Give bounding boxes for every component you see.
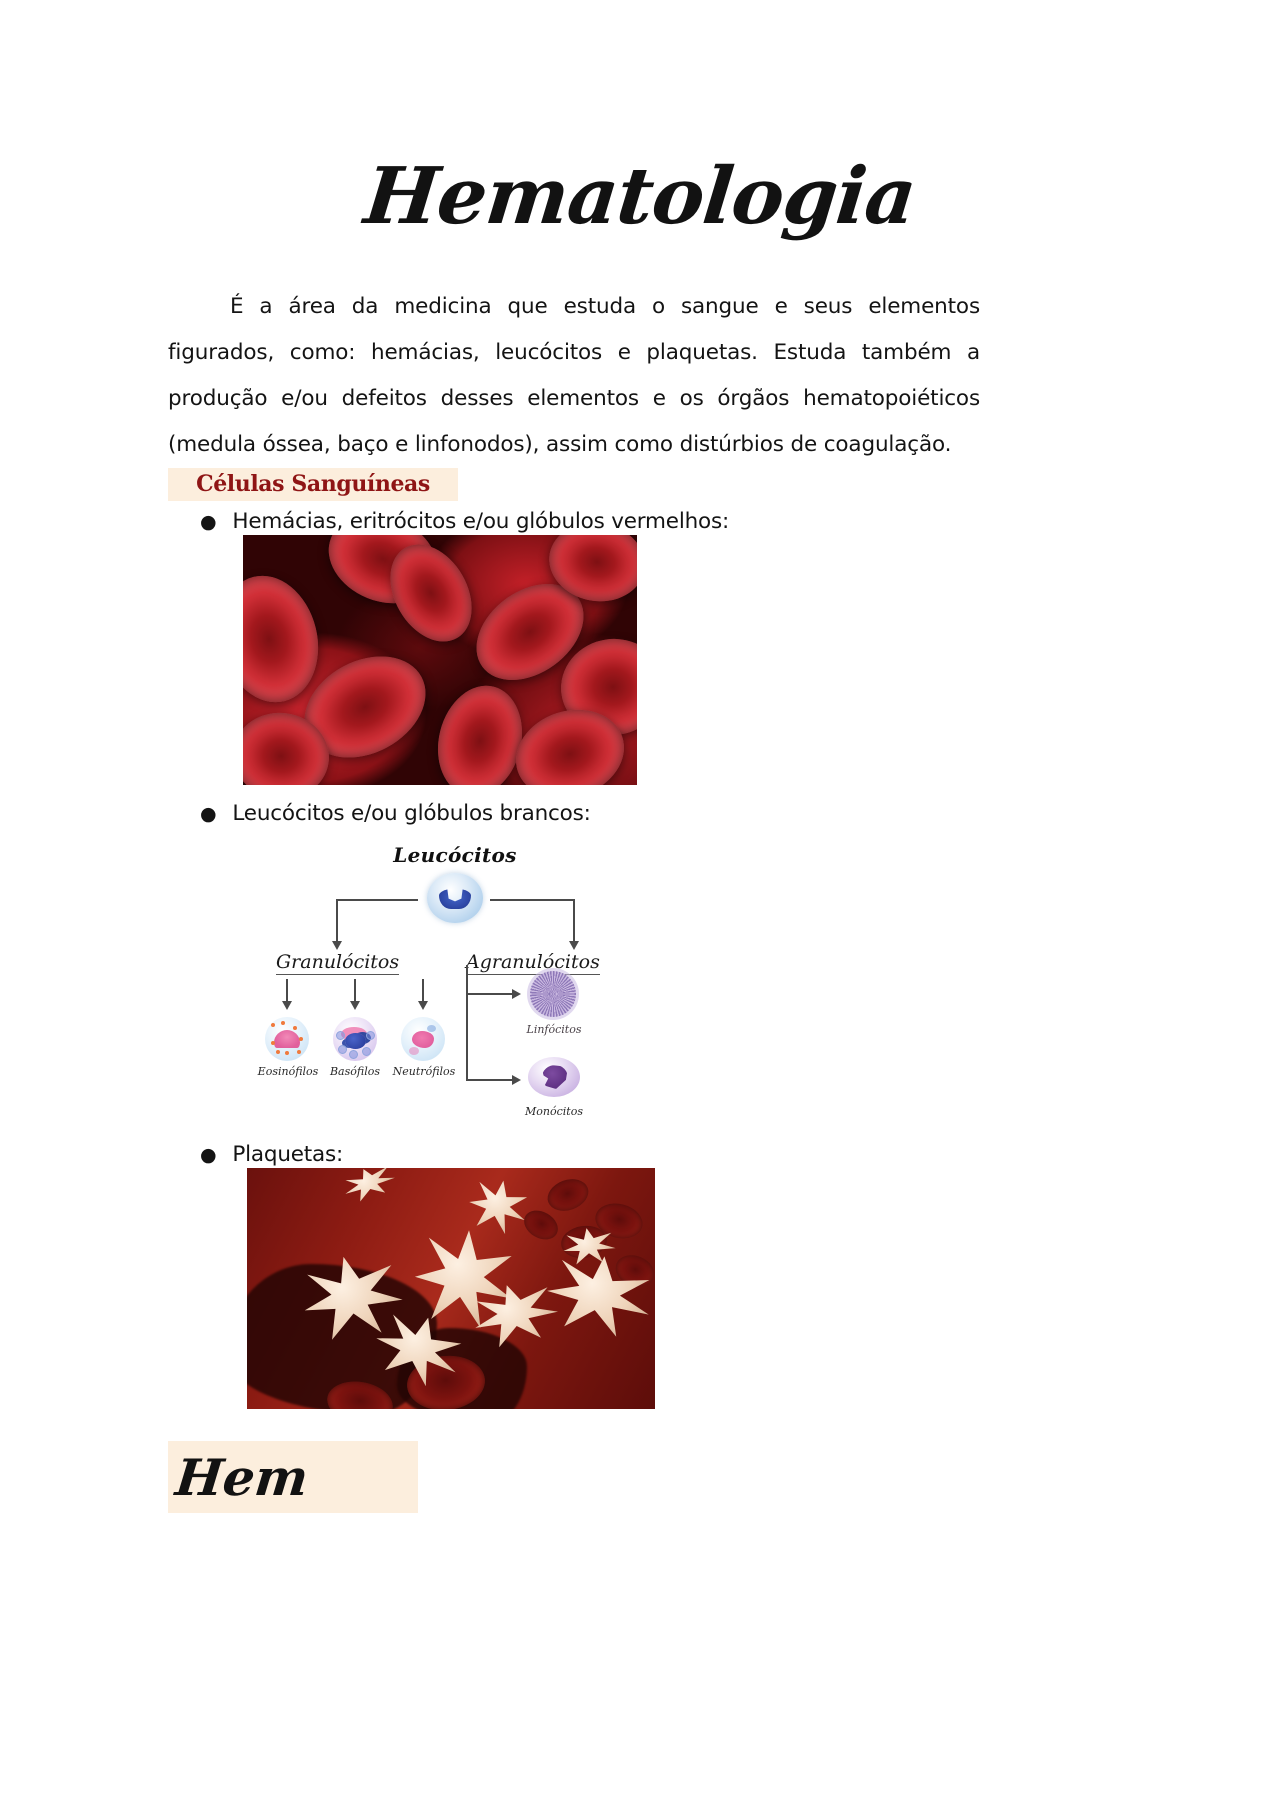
arrowhead-icon bbox=[512, 1075, 521, 1085]
diagram-label-neutrofilos: Neutrófilos bbox=[392, 1065, 456, 1078]
arrowhead-icon bbox=[332, 941, 342, 950]
arrowhead-icon bbox=[282, 1001, 292, 1010]
diagram-label-monocitos: Monócitos bbox=[525, 1105, 583, 1118]
arrowhead-icon bbox=[350, 1001, 360, 1010]
connector-neutrofilos bbox=[422, 979, 424, 1003]
bullet-dot-icon: ● bbox=[200, 1144, 217, 1166]
monocito-cell-icon bbox=[528, 1057, 580, 1097]
eosinofilo-cell-icon bbox=[265, 1017, 309, 1061]
arrowhead-icon bbox=[512, 989, 521, 999]
nucleus-shape bbox=[274, 1030, 300, 1048]
bullet-dot-icon: ● bbox=[200, 803, 217, 825]
leukocyte-cell-icon bbox=[427, 873, 483, 923]
connector-right-down bbox=[573, 899, 575, 943]
nucleus-shape bbox=[439, 889, 471, 909]
diagram-leucocitos: Leucócitos Granulócitos Agranulócitos bbox=[250, 843, 660, 1136]
connector-linfocitos bbox=[466, 993, 514, 995]
intro-paragraph: É a área da medicina que estuda o sangue… bbox=[168, 293, 980, 457]
arrowhead-icon bbox=[569, 941, 579, 950]
connector-basofilos bbox=[354, 979, 356, 1003]
image-red-blood-cells bbox=[243, 535, 637, 785]
connector-left bbox=[336, 899, 418, 901]
section-heading-highlight: Células Sanguíneas bbox=[168, 468, 458, 501]
connector-eosinofilos bbox=[286, 979, 288, 1003]
page-title: Hematologia bbox=[360, 151, 920, 242]
nucleus-shape bbox=[542, 1065, 568, 1089]
bullet-dot-icon: ● bbox=[200, 511, 217, 533]
section-heading-celulas-sanguineas: Células Sanguíneas bbox=[196, 471, 430, 497]
list-item-leucocitos: ● Leucócitos e/ou glóbulos brancos: bbox=[200, 800, 591, 828]
hidden-word-highlight bbox=[168, 1441, 418, 1513]
list-item-label: Leucócitos e/ou glóbulos brancos: bbox=[232, 801, 591, 826]
connector-left-down bbox=[336, 899, 338, 943]
arrowhead-icon bbox=[418, 1001, 428, 1010]
linfocito-cell-icon bbox=[530, 971, 576, 1017]
image-platelets bbox=[247, 1168, 655, 1409]
list-item-hemacias: ● Hemácias, eritrócitos e/ou glóbulos ve… bbox=[200, 508, 729, 536]
nucleus-shape bbox=[412, 1031, 434, 1048]
nucleus-shape bbox=[345, 1033, 366, 1049]
list-item-plaquetas: ● Plaquetas: bbox=[200, 1141, 343, 1169]
diagram-title: Leucócitos bbox=[393, 843, 517, 867]
hidden-word-hematologia: Hem bbox=[172, 1448, 312, 1507]
connector-monocitos bbox=[466, 1079, 514, 1081]
list-item-label: Plaquetas: bbox=[232, 1142, 344, 1167]
connector-right bbox=[490, 899, 574, 901]
diagram-label-basofilos: Basófilos bbox=[329, 1065, 381, 1078]
basofilo-cell-icon bbox=[333, 1017, 377, 1061]
connector-agranulocitos-trunk bbox=[466, 965, 468, 1079]
diagram-label-linfocitos: Linfócitos bbox=[526, 1023, 582, 1036]
diagram-branch-granulocitos: Granulócitos bbox=[276, 951, 400, 975]
diagram-label-eosinofilos: Eosinófilos bbox=[257, 1065, 319, 1078]
diagram-branch-agranulocitos: Agranulócitos bbox=[466, 951, 600, 975]
neutrofilo-cell-icon bbox=[401, 1017, 445, 1061]
list-item-label: Hemácias, eritrócitos e/ou glóbulos verm… bbox=[232, 509, 730, 534]
